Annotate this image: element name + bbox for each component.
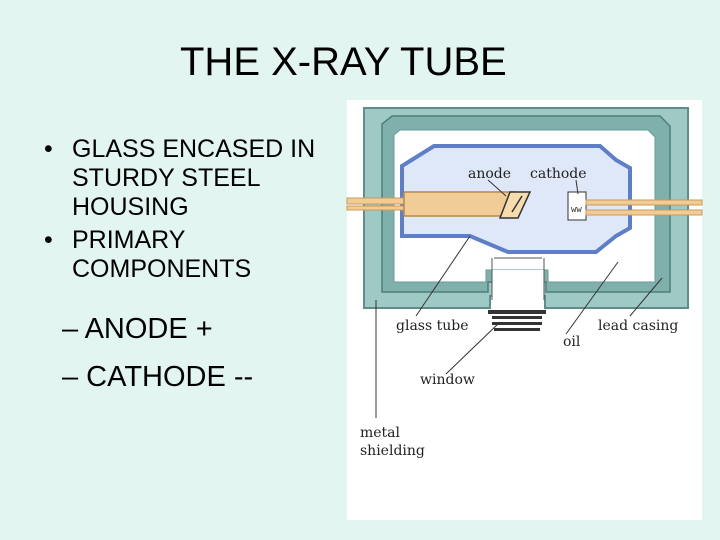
cathode-filament-symbol: ww xyxy=(571,205,582,215)
leader-line-oil xyxy=(565,261,619,335)
label-lead-casing: lead casing xyxy=(598,318,678,334)
label-oil: oil xyxy=(563,334,581,350)
label-anode: anode xyxy=(468,166,511,182)
bullet-item-primary-components: • PRIMARY COMPONENTS xyxy=(44,226,344,284)
anode-lead xyxy=(346,205,408,211)
label-metal-shielding-line2: shielding xyxy=(360,443,425,459)
leader-line-lead-casing xyxy=(629,277,663,317)
leader-line-anode xyxy=(487,179,507,197)
label-glass-tube: glass tube xyxy=(396,318,469,334)
anode-target xyxy=(498,191,532,219)
bullet-marker: • xyxy=(44,226,53,254)
leader-line-cathode xyxy=(575,179,579,195)
label-metal-shielding-line1: metal xyxy=(360,425,401,441)
slide-title: THE X-RAY TUBE xyxy=(180,40,507,84)
sub-item-cathode: – CATHODE -- xyxy=(62,361,254,393)
cathode-lead xyxy=(585,199,703,206)
window-ring xyxy=(494,328,540,331)
sub-item-anode: – ANODE + xyxy=(62,313,213,345)
window-outline xyxy=(491,257,545,300)
anode-lead xyxy=(346,197,408,205)
label-cathode: cathode xyxy=(530,166,587,182)
cathode-cup xyxy=(567,191,587,221)
bullet-marker: • xyxy=(44,135,53,163)
window-ring xyxy=(492,322,542,325)
anode-rod xyxy=(403,191,518,217)
bullet-text: GLASS ENCASED IN STURDY STEEL HOUSING xyxy=(72,135,316,221)
label-window: window xyxy=(420,372,475,388)
window-ring xyxy=(488,310,546,314)
window-opening xyxy=(492,270,544,302)
bullet-item-glass-encased: • GLASS ENCASED IN STURDY STEEL HOUSING xyxy=(44,135,344,222)
cathode-lead xyxy=(585,209,703,216)
leader-line-window xyxy=(445,321,501,375)
leader-line-glass-tube xyxy=(415,235,471,317)
window-ring xyxy=(492,316,542,319)
anode-target-line xyxy=(511,195,523,213)
bullet-list: • GLASS ENCASED IN STURDY STEEL HOUSING … xyxy=(44,135,344,288)
bullet-text: PRIMARY COMPONENTS xyxy=(72,226,252,283)
